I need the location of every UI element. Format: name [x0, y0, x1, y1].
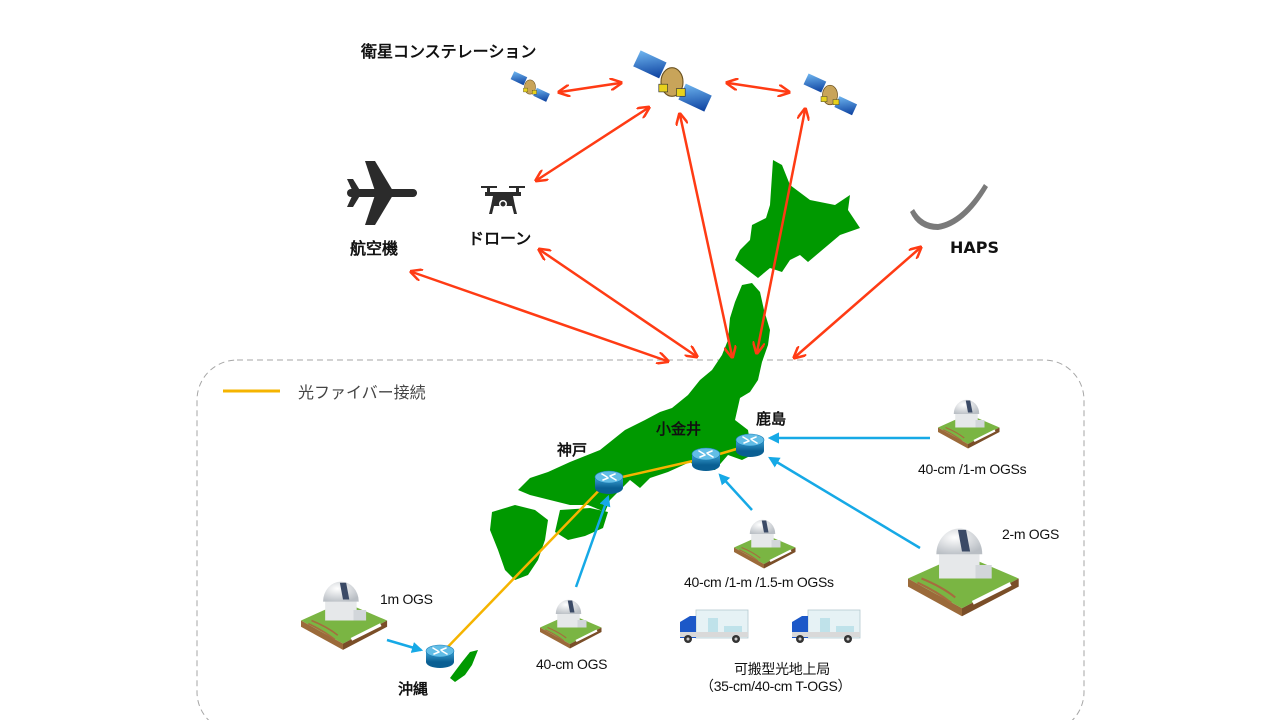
haps-icon	[910, 184, 988, 230]
transportable-ogs-sublabel: （35-cm/40-cm T-OGS）	[700, 678, 852, 694]
satellite-icon	[510, 70, 551, 103]
aircraft-icon	[347, 161, 417, 225]
transportable-ogs-label: 可搬型光地上局	[734, 661, 830, 677]
fiber-legend-label: 光ファイバー接続	[298, 383, 426, 402]
constellation-title: 衛星コンステレーション	[361, 42, 537, 61]
space-links	[412, 83, 920, 361]
observatory-icon	[299, 580, 389, 652]
router-icon	[735, 433, 765, 458]
router-icon	[425, 644, 455, 669]
hub-label-koganei: 小金井	[656, 420, 702, 438]
drone-icon	[481, 186, 525, 214]
hub-label-kashima: 鹿島	[756, 410, 787, 428]
ground-links	[386, 432, 930, 653]
kobe-ogs-label: 40-cm OGS	[536, 656, 608, 672]
kashima-ogs-label: 40-cm /1-m OGSs	[918, 461, 1027, 477]
haps-label: HAPS	[950, 238, 1000, 257]
satellite-icon	[632, 49, 713, 113]
truck-icon	[791, 609, 861, 644]
router-icon	[691, 447, 721, 472]
hub-label-kobe: 神戸	[557, 441, 588, 459]
router-icon	[594, 470, 624, 495]
observatory-icon	[936, 398, 1001, 450]
koganei-ogs-label: 40-cm /1-m /1.5-m OGSs	[684, 574, 834, 590]
drone-label: ドローン	[468, 229, 532, 248]
observatory-icon	[538, 598, 603, 650]
truck-icon	[679, 609, 749, 644]
two-m-ogs-label: 2-m OGS	[1002, 526, 1060, 542]
okinawa-ogs-label: 1m OGS	[380, 591, 433, 607]
observatory-icon	[732, 518, 797, 570]
satellite-icon	[803, 73, 858, 116]
hub-label-okinawa: 沖縄	[398, 680, 429, 698]
aircraft-label: 航空機	[350, 239, 399, 258]
